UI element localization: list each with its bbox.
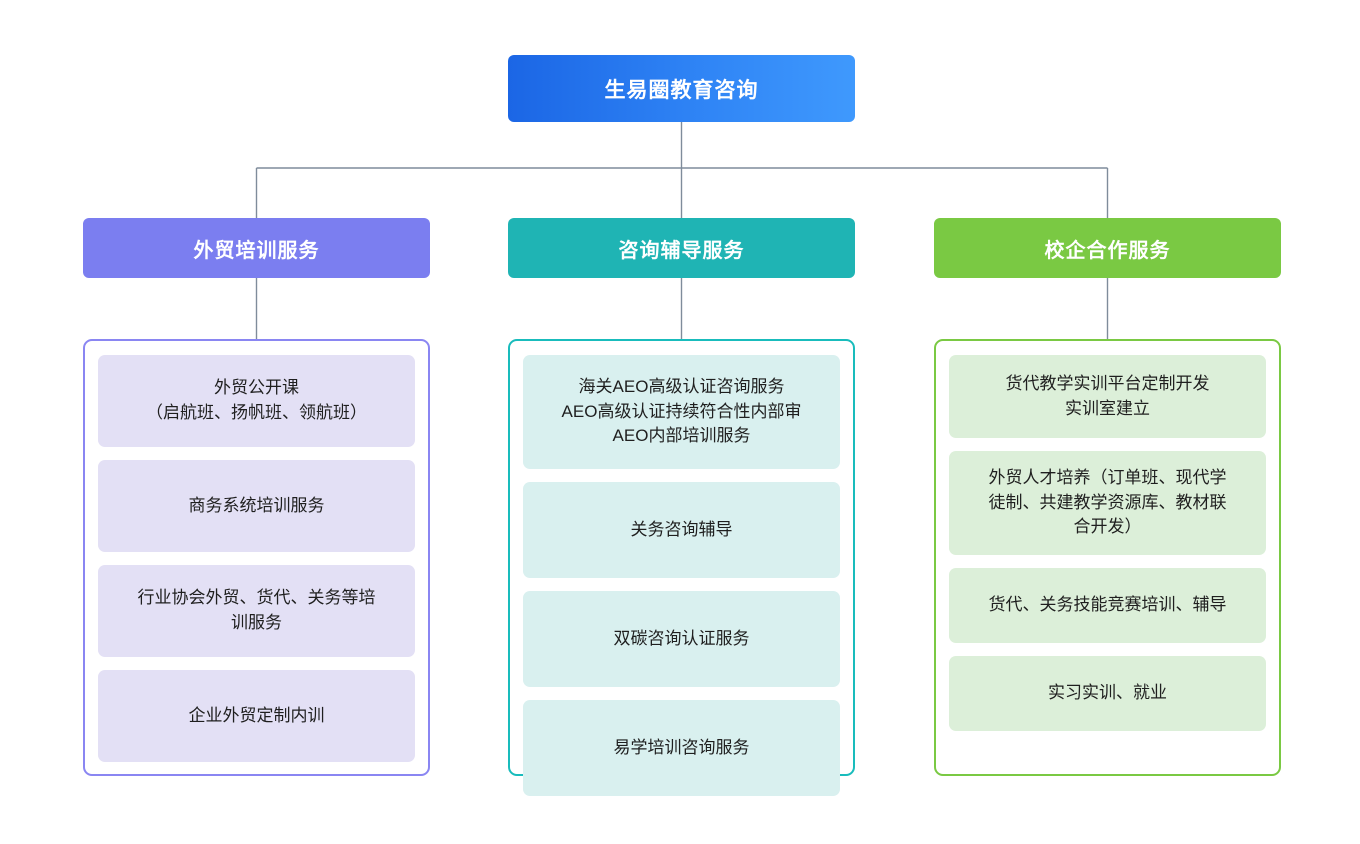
leaf-card[interactable]: 实习实训、就业 xyxy=(949,656,1266,731)
leaf-card[interactable]: 双碳咨询认证服务 xyxy=(523,591,840,687)
branch-column-校企合作服务: 校企合作服务 货代教学实训平台定制开发 实训室建立 外贸人才培养（订单班、现代学… xyxy=(934,218,1281,776)
leaf-card-label: 商务系统培训服务 xyxy=(188,495,325,515)
leaf-card-label: 易学培训咨询服务 xyxy=(613,737,750,757)
root-node[interactable]: 生易圈教育咨询 xyxy=(508,55,855,122)
leaf-card[interactable]: 易学培训咨询服务 xyxy=(523,700,840,796)
branch-column-咨询辅导服务: 咨询辅导服务 海关AEO高级认证咨询服务 AEO高级认证持续符合性内部审 AEO… xyxy=(508,218,855,796)
branch-column-外贸培训服务: 外贸培训服务 外贸公开课 （启航班、扬帆班、领航班） 商务系统培训服务 行业协会… xyxy=(83,218,430,776)
leaf-card[interactable]: 海关AEO高级认证咨询服务 AEO高级认证持续符合性内部审 AEO内部培训服务 xyxy=(523,355,840,469)
branch-group-box-0: 外贸公开课 （启航班、扬帆班、领航班） 商务系统培训服务 行业协会外贸、货代、关… xyxy=(83,339,430,776)
leaf-card-label: 实习实训、就业 xyxy=(1048,683,1167,703)
leaf-card[interactable]: 货代、关务技能竞赛培训、辅导 xyxy=(949,568,1266,643)
leaf-card-label: 货代教学实训平台定制开发 实训室建立 xyxy=(1005,373,1210,418)
branch-group-box-1: 海关AEO高级认证咨询服务 AEO高级认证持续符合性内部审 AEO内部培训服务 … xyxy=(508,339,855,796)
leaf-card-label: 海关AEO高级认证咨询服务 AEO高级认证持续符合性内部审 AEO内部培训服务 xyxy=(561,377,802,446)
branch-header-label-1: 咨询辅导服务 xyxy=(618,239,745,262)
leaf-card-label: 外贸公开课 （启航班、扬帆班、领航班） xyxy=(146,378,367,422)
leaf-card-label: 货代、关务技能竞赛培训、辅导 xyxy=(988,595,1227,615)
leaf-card[interactable]: 外贸公开课 （启航班、扬帆班、领航班） xyxy=(98,355,415,447)
leaf-card-label: 行业协会外贸、货代、关务等培 训服务 xyxy=(137,588,376,632)
leaf-card[interactable]: 关务咨询辅导 xyxy=(523,482,840,578)
branch-header-2[interactable]: 校企合作服务 xyxy=(934,218,1281,278)
leaf-card[interactable]: 企业外贸定制内训 xyxy=(98,670,415,762)
leaf-card[interactable]: 商务系统培训服务 xyxy=(98,460,415,552)
root-node-label: 生易圈教育咨询 xyxy=(604,78,759,102)
branch-header-label-2: 校企合作服务 xyxy=(1044,239,1171,262)
leaf-card-label: 外贸人才培养（订单班、现代学 徒制、共建教学资源库、教材联 合开发） xyxy=(988,468,1227,537)
leaf-card[interactable]: 外贸人才培养（订单班、现代学 徒制、共建教学资源库、教材联 合开发） xyxy=(949,451,1266,555)
leaf-card-label: 双碳咨询认证服务 xyxy=(613,628,750,648)
leaf-card[interactable]: 货代教学实训平台定制开发 实训室建立 xyxy=(949,355,1266,438)
branch-group-box-2: 货代教学实训平台定制开发 实训室建立 外贸人才培养（订单班、现代学 徒制、共建教… xyxy=(934,339,1281,776)
leaf-card[interactable]: 行业协会外贸、货代、关务等培 训服务 xyxy=(98,565,415,657)
leaf-card-label: 企业外贸定制内训 xyxy=(188,705,325,725)
branch-header-label-0: 外贸培训服务 xyxy=(193,239,320,262)
branch-header-0[interactable]: 外贸培训服务 xyxy=(83,218,430,278)
leaf-card-label: 关务咨询辅导 xyxy=(630,519,733,539)
branch-header-1[interactable]: 咨询辅导服务 xyxy=(508,218,855,278)
